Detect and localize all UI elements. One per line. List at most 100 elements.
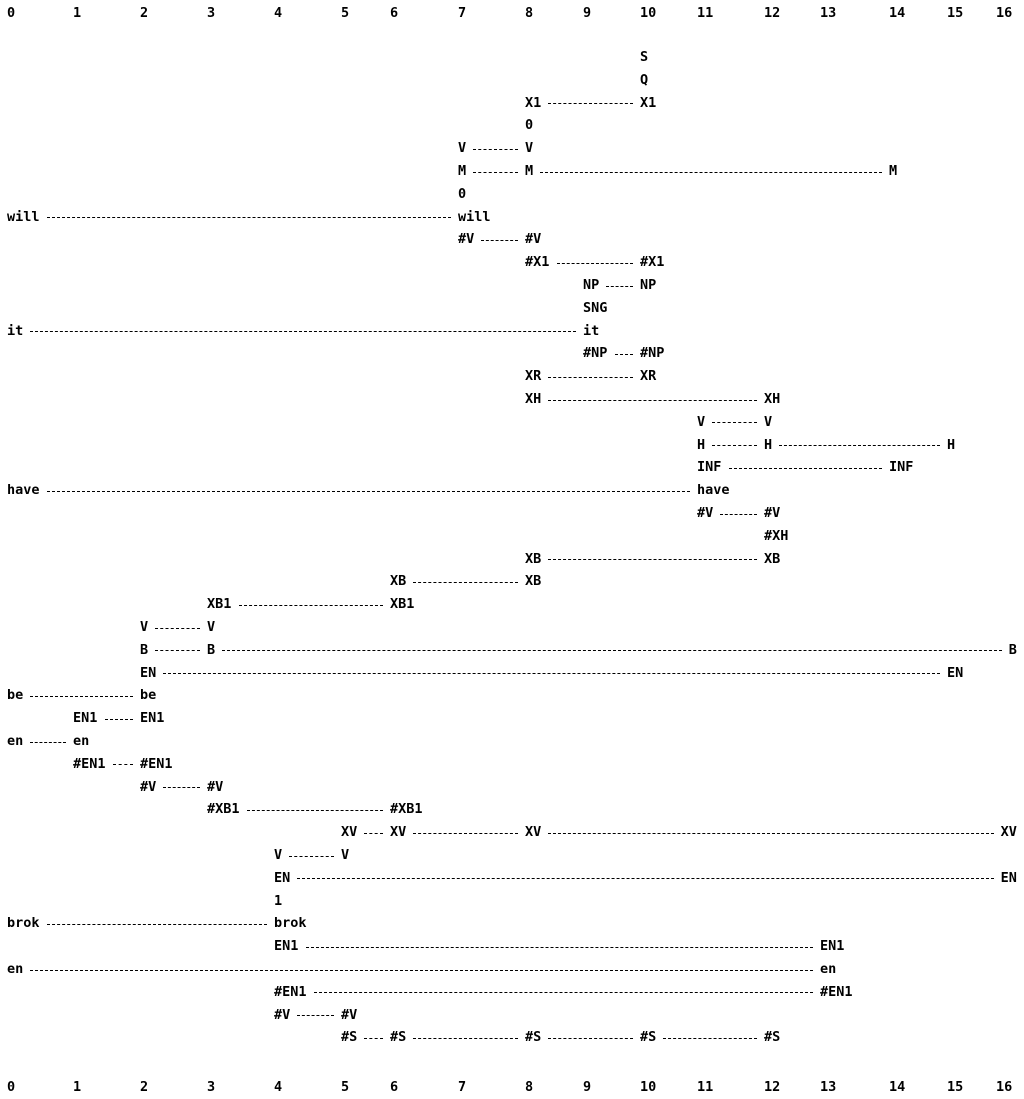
edge-label: #S (640, 1029, 657, 1046)
edge-connector (540, 171, 882, 173)
edge-label: EN1 (140, 710, 165, 727)
edge-label: V (207, 619, 216, 635)
edge-connector (548, 376, 633, 378)
edge-connector (46, 490, 690, 492)
edge-connector (46, 217, 451, 219)
axis-tick-top: 4 (274, 5, 283, 21)
edge-label: XV (390, 824, 407, 841)
edge-connector (112, 764, 133, 766)
edge-label: #V (697, 505, 714, 521)
axis-tick-bottom: 13 (820, 1079, 837, 1095)
axis-tick-top: 13 (820, 5, 837, 21)
edge-label: H (697, 436, 706, 453)
edge-label: B (1008, 641, 1017, 658)
edge-label: brok (274, 915, 307, 932)
edge-label: EN (1000, 869, 1017, 886)
edge-connector (222, 650, 1002, 652)
edge-label: #X1 (525, 254, 550, 271)
edge-connector (289, 855, 334, 857)
edge-label: it (583, 322, 600, 339)
edge-connector (297, 1015, 334, 1017)
edge-label: EN1 (73, 710, 98, 727)
axis-tick-bottom: 10 (640, 1079, 657, 1095)
edge-connector (163, 787, 200, 789)
edge-label: XH (525, 391, 542, 407)
edge-label: X1 (525, 94, 542, 111)
axis-tick-top: 14 (889, 5, 906, 21)
edge-label: en (820, 961, 837, 977)
axis-tick-top: 16 (996, 5, 1013, 21)
edge-label: be (7, 687, 24, 704)
edge-label: #V (525, 231, 542, 248)
edge-label: be (140, 687, 157, 704)
axis-tick-bottom: 1 (73, 1079, 82, 1095)
edge-label: Q (640, 71, 649, 88)
edge-label: #V (458, 231, 475, 248)
axis-tick-bottom: 4 (274, 1079, 283, 1095)
edge-label: SNG (583, 299, 608, 316)
edge-connector (473, 171, 518, 173)
edge-label: #EN1 (274, 983, 307, 1000)
axis-tick-top: 7 (458, 5, 467, 21)
edge-label: M (889, 163, 898, 179)
edge-label: #S (764, 1029, 781, 1046)
edge-connector (238, 604, 383, 606)
edge-label: #S (341, 1029, 358, 1046)
edge-label: #XH (764, 527, 789, 544)
edge-label: en (7, 961, 24, 977)
edge-label: #EN1 (73, 755, 106, 772)
edge-label: EN (947, 664, 964, 681)
edge-label: brok (7, 915, 40, 932)
edge-connector (548, 103, 633, 105)
edge-label: 0 (458, 185, 467, 202)
edge-connector (155, 627, 200, 629)
axis-tick-top: 3 (207, 5, 216, 21)
axis-tick-bottom: 14 (889, 1079, 906, 1095)
edge-connector (30, 331, 576, 333)
edge-label: B (140, 641, 149, 658)
edge-connector (548, 399, 757, 401)
edge-connector (313, 992, 813, 994)
edge-label: #XB1 (207, 801, 240, 818)
edge-label: have (7, 482, 40, 499)
edge-label: EN1 (820, 938, 845, 955)
edge-label: X1 (640, 94, 657, 111)
edge-connector (30, 695, 133, 697)
edge-connector (297, 878, 994, 880)
edge-connector (30, 741, 66, 743)
edge-label: #V (140, 778, 157, 795)
edge-label: M (458, 163, 467, 179)
axis-tick-top: 12 (764, 5, 781, 21)
axis-tick-bottom: 0 (7, 1079, 16, 1095)
edge-connector (163, 673, 940, 675)
edge-connector (413, 1037, 518, 1039)
edge-label: XV (525, 824, 542, 841)
edge-connector (104, 718, 133, 720)
edge-label: V (458, 140, 467, 157)
edge-label: EN (140, 664, 157, 681)
edge-label: #NP (640, 345, 665, 362)
edge-connector (246, 809, 383, 811)
axis-tick-bottom: 16 (996, 1079, 1013, 1095)
edge-connector (305, 946, 813, 948)
edge-label: V (697, 413, 706, 430)
edge-label: #EN1 (820, 983, 853, 1000)
axis-tick-top: 11 (697, 5, 714, 21)
edge-label: #NP (583, 345, 608, 362)
axis-tick-top: 9 (583, 5, 592, 21)
edge-connector (548, 559, 757, 561)
axis-tick-bottom: 15 (947, 1079, 964, 1095)
edge-label: INF (889, 459, 914, 476)
edge-connector (779, 445, 940, 447)
axis-tick-bottom: 9 (583, 1079, 592, 1095)
edge-label: XR (525, 368, 542, 385)
edge-label: #XB1 (390, 801, 423, 818)
edge-label: 0 (525, 117, 534, 134)
edge-connector (30, 969, 813, 971)
edge-connector (481, 239, 518, 241)
axis-tick-top: 10 (640, 5, 657, 21)
edge-label: H (947, 436, 956, 453)
edge-label: will (7, 208, 40, 225)
edge-label: EN1 (274, 938, 299, 955)
